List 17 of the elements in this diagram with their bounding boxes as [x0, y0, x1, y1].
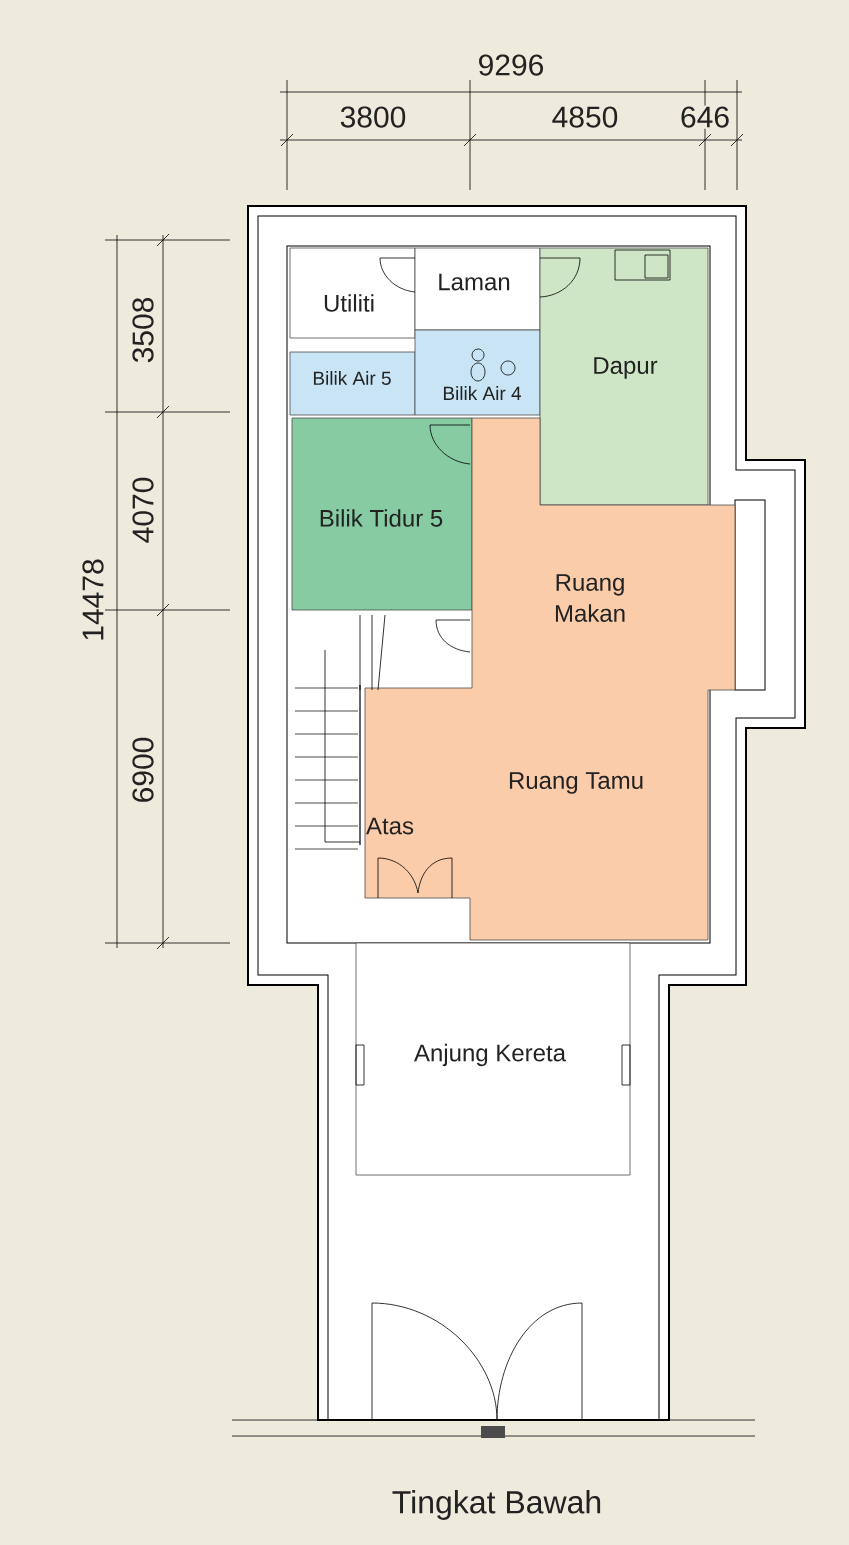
- room: Dapur: [539, 247, 709, 506]
- dimension-label: 9296: [476, 53, 546, 77]
- caption: Tingkat Bawah: [392, 1490, 601, 1520]
- room: Bilik Air 5: [289, 351, 416, 416]
- dimension-label: 3800: [338, 105, 408, 129]
- room: Bilik Air 4: [414, 329, 541, 416]
- room: Laman: [414, 247, 541, 331]
- dimension-label: 4850: [550, 105, 620, 129]
- room: Bilik Tidur 5: [291, 417, 473, 611]
- dimension-label: 646: [679, 105, 732, 129]
- stair-label: Atas: [366, 817, 414, 835]
- dimension-label: 4070: [131, 475, 155, 545]
- dimension-label: 14478: [81, 557, 105, 643]
- dimension-label: 6900: [131, 735, 155, 805]
- room: Anjung Kereta: [355, 942, 631, 1176]
- dimension-label: 3508: [131, 295, 155, 365]
- room: Utiliti: [289, 247, 416, 339]
